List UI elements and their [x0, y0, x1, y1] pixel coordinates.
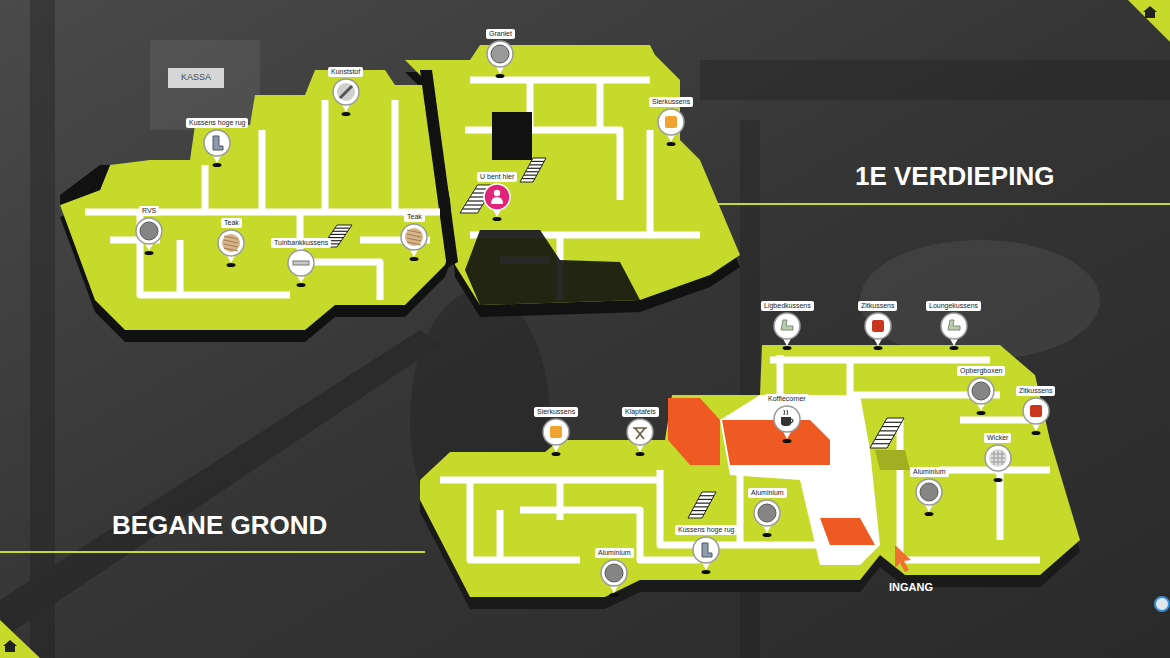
- home-icon: [3, 640, 17, 652]
- pin-label: Zitkussens: [1019, 387, 1052, 395]
- corner-tab: [0, 620, 40, 658]
- map-pin: [487, 41, 513, 78]
- pin-tag: Aluminium: [595, 548, 634, 558]
- map-pin: [1023, 398, 1049, 435]
- map-pin: [627, 419, 653, 456]
- pin-label: Aluminium: [913, 468, 946, 476]
- pin-tag: Loungekussens: [926, 301, 981, 311]
- pin-tag: Kunststof: [328, 67, 363, 77]
- pin-label: Kunststof: [331, 68, 360, 76]
- pin-tag: Zitkussens: [1016, 386, 1055, 396]
- pin-label: Sierkussens: [537, 408, 575, 416]
- map-pin: [601, 560, 627, 597]
- pin-tag: Tuinbankkussens: [271, 238, 331, 248]
- stair: [520, 158, 546, 182]
- floor-title: 1E VERDIEPING: [855, 162, 1054, 191]
- pin-tag: Kussens hoge rug: [186, 118, 248, 128]
- pin-label: Kussens hoge rug: [678, 526, 734, 534]
- map-pin: [941, 313, 967, 350]
- pin-label: Koffiecorner: [768, 395, 806, 403]
- pin-tag: Sierkussens: [649, 97, 693, 107]
- pin-tag: RVS: [139, 206, 159, 216]
- map-pin: [865, 313, 891, 350]
- pin-label: Loungekussens: [929, 302, 978, 310]
- pin-tag: Teak: [404, 212, 425, 222]
- pin-label: Ligbedkussens: [764, 302, 811, 310]
- pin-label: RVS: [142, 207, 156, 215]
- pin-tag: Wicker: [984, 433, 1011, 443]
- pin-label: Opbergboxen: [960, 367, 1002, 375]
- entrance-arrow: [895, 545, 911, 572]
- pin-tag: Zitkussens: [858, 301, 897, 311]
- pin-label: Aluminium: [751, 489, 784, 497]
- entrance-label: INGANG: [889, 581, 933, 593]
- pin-tag: Aluminium: [910, 467, 949, 477]
- ground-floor: [420, 345, 1080, 609]
- pin-label: Zitkussens: [861, 302, 894, 310]
- pin-tag: Kussens hoge rug: [675, 525, 737, 535]
- pin-label: U bent hier: [480, 173, 514, 181]
- map-pin: [774, 406, 800, 443]
- pin-tag: Aluminium: [748, 488, 787, 498]
- pin-label: Teak: [407, 213, 422, 221]
- map-pin: [774, 313, 800, 350]
- accent-line: [0, 551, 425, 553]
- accent-line: [712, 203, 1170, 205]
- map-pin: [985, 445, 1011, 482]
- map-pin: [968, 378, 994, 415]
- pin-tag: Graniet: [486, 29, 515, 39]
- map-pin: [543, 419, 569, 456]
- pin-tag: Sierkussens: [534, 407, 578, 417]
- map-pin: [333, 79, 359, 116]
- pin-tag: Opbergboxen: [957, 366, 1005, 376]
- pin-label: Sierkussens: [652, 98, 690, 106]
- pin-label: Tuinbankkussens: [274, 239, 328, 247]
- pin-label: Graniet: [489, 30, 512, 38]
- map-pin: [288, 250, 314, 287]
- home-icon: [1143, 6, 1157, 18]
- map-pin: [916, 479, 942, 516]
- pin-tag: Koffiecorner: [765, 394, 809, 404]
- map-pin: [218, 230, 244, 267]
- pin-label: Kussens hoge rug: [189, 119, 245, 127]
- map-pin: [693, 537, 719, 574]
- map-pin: [658, 109, 684, 146]
- help-icon: [1155, 597, 1169, 611]
- stair: [688, 492, 716, 518]
- pin-label: Teak: [224, 219, 239, 227]
- pin-label: Aluminium: [598, 549, 631, 557]
- map-pin: [204, 130, 230, 167]
- pin-label: Klaptafels: [625, 408, 656, 416]
- corner-tab: [1128, 0, 1170, 42]
- pin-tag: Teak: [221, 218, 242, 228]
- pin-tag: U bent hier: [477, 172, 517, 182]
- map-pin: [136, 218, 162, 255]
- kassa-sign: [168, 68, 224, 88]
- map-pin: [754, 500, 780, 537]
- sign-text: KASSA: [181, 73, 211, 83]
- pin-label: Wicker: [987, 434, 1008, 442]
- stair: [870, 418, 904, 448]
- stairs: [322, 158, 904, 518]
- floor-title: BEGANE GROND: [112, 511, 327, 540]
- map-pin: [401, 224, 427, 261]
- upper-floor: [60, 45, 740, 342]
- pin-tag: Klaptafels: [622, 407, 659, 417]
- pin-tag: Ligbedkussens: [761, 301, 814, 311]
- map-pin: [484, 184, 510, 221]
